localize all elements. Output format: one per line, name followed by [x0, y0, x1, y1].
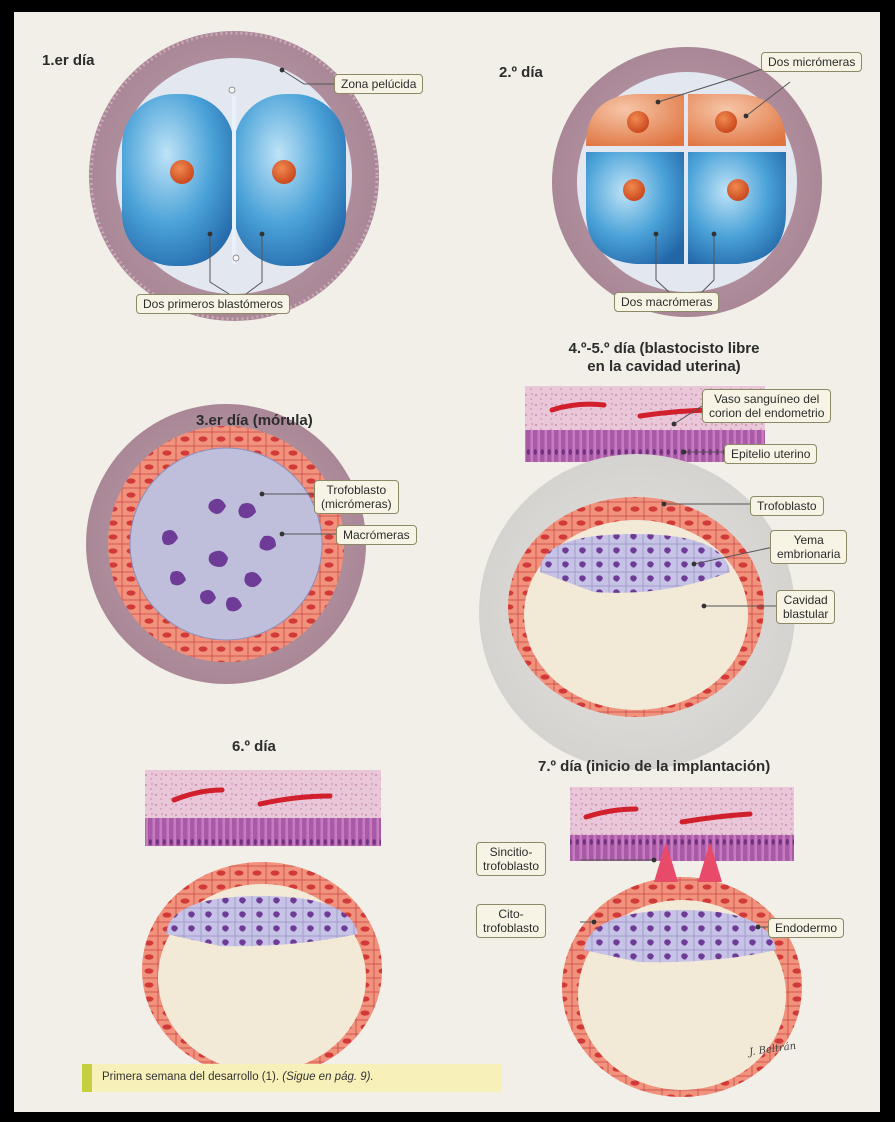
- label-sincitio-line2: trofoblasto: [483, 859, 539, 873]
- day1-title: 1.er día: [42, 52, 95, 69]
- label-sinciciotrofoblasto: Sincitio- trofoblasto: [476, 842, 546, 876]
- page: 1.er día 2.º día 3.er día (mórula) 4.º-5…: [14, 12, 880, 1112]
- label-dos-primeros-blastomeros: Dos primeros blastómeros: [136, 294, 290, 314]
- day45-title: 4.º-5.º día (blastocisto libre en la cav…: [534, 340, 794, 376]
- day45-title-line2: en la cavidad uterina): [534, 358, 794, 376]
- label-cito-line1: Cito-: [483, 907, 539, 921]
- label-yema-embrionaria: Yema embrionaria: [770, 530, 847, 564]
- day2-title: 2.º día: [499, 64, 543, 81]
- label-zona-pelucida: Zona pelúcida: [334, 74, 423, 94]
- label-sincitio-line1: Sincitio-: [483, 845, 539, 859]
- day7-endometrium: [570, 787, 794, 861]
- day2-embryo: [552, 47, 822, 317]
- illustration-canvas: [14, 12, 880, 1112]
- label-yema-line2: embrionaria: [777, 547, 840, 561]
- day6-endometrium: [145, 770, 381, 846]
- blastocyst-day7: [562, 842, 802, 1097]
- caption-text: Primera semana del desarrollo (1). (Sigu…: [102, 1071, 374, 1083]
- label-cito-line2: trofoblasto: [483, 921, 539, 935]
- label-vaso-line2: corion del endometrio: [709, 406, 824, 420]
- label-endodermo: Endodermo: [768, 918, 844, 938]
- label-dos-micromeras: Dos micrómeras: [761, 52, 862, 72]
- label-trofoblasto-line2: (micrómeras): [321, 497, 392, 511]
- caption-marker: [82, 1064, 92, 1092]
- blastocyst-day45: [479, 454, 795, 770]
- label-yema-line1: Yema: [777, 533, 840, 547]
- label-dos-macromeras: Dos macrómeras: [614, 292, 719, 312]
- label-cavidad-line1: Cavidad: [783, 593, 828, 607]
- label-trofoblasto-micromeras: Trofoblasto (micrómeras): [314, 480, 399, 514]
- label-trofoblasto-line1: Trofoblasto: [321, 483, 392, 497]
- caption-note: (Sigue en pág. 9).: [282, 1071, 373, 1083]
- label-epitelio-uterino: Epitelio uterino: [724, 444, 817, 464]
- label-cavidad-blastular: Cavidad blastular: [776, 590, 835, 624]
- label-vaso-line1: Vaso sanguíneo del: [709, 392, 824, 406]
- morula: [86, 404, 366, 684]
- day6-title: 6.º día: [232, 738, 276, 755]
- label-cavidad-line2: blastular: [783, 607, 828, 621]
- figure-caption: Primera semana del desarrollo (1). (Sigu…: [82, 1064, 502, 1092]
- label-vaso-sanguineo: Vaso sanguíneo del corion del endometrio: [702, 389, 831, 423]
- day45-title-line1: 4.º-5.º día (blastocisto libre: [534, 340, 794, 358]
- label-citotrofoblasto: Cito- trofoblasto: [476, 904, 546, 938]
- blastocyst-day6: [142, 862, 382, 1078]
- day7-title: 7.º día (inicio de la implantación): [538, 758, 770, 775]
- caption-main: Primera semana del desarrollo (1).: [102, 1071, 282, 1083]
- label-macromeras: Macrómeras: [336, 525, 417, 545]
- day3-title: 3.er día (mórula): [196, 412, 313, 429]
- label-trofoblasto-day45: Trofoblasto: [750, 496, 824, 516]
